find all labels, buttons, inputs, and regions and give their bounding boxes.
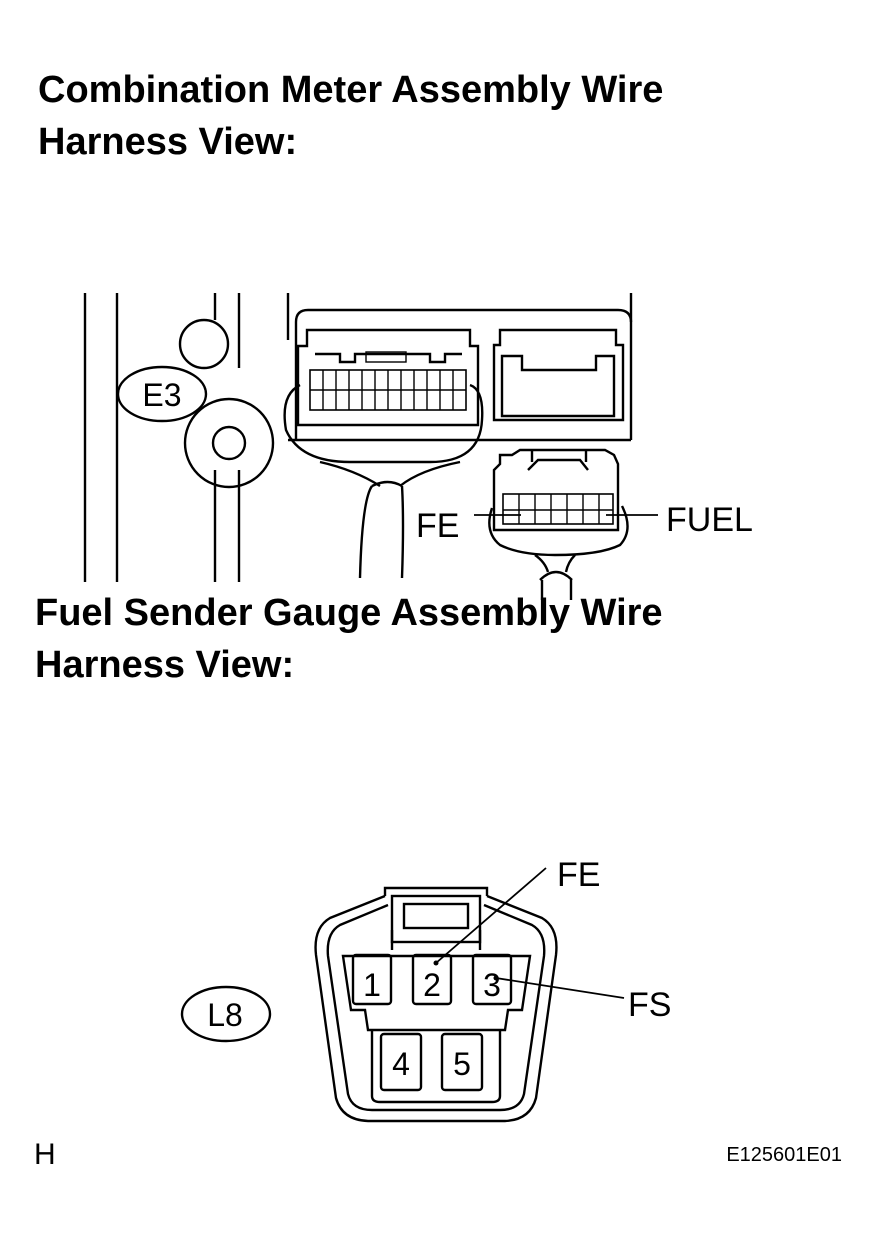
fs-terminal-label: FS	[628, 986, 671, 1024]
fuel-terminal-label: FUEL	[666, 501, 753, 539]
e3-label: E3	[142, 377, 181, 413]
fuel-harness-plug	[474, 448, 658, 600]
combination-meter-view	[83, 293, 658, 600]
meter-side-connector	[492, 328, 625, 422]
combination-meter-heading: Combination Meter Assembly Wire Harness …	[38, 64, 663, 168]
fuel-sender-heading: Fuel Sender Gauge Assembly Wire Harness …	[35, 587, 663, 691]
e3-connector	[283, 328, 484, 579]
pin-2	[411, 953, 453, 1006]
l8-badge	[180, 985, 272, 1043]
pin-1-label: 1	[363, 967, 381, 1003]
pin-3-label: 3	[483, 967, 501, 1003]
heading-line-2: Harness View:	[35, 644, 295, 686]
fe-terminal-label-top: FE	[416, 507, 459, 545]
corner-code: H	[34, 1138, 56, 1171]
l8-label: L8	[207, 997, 243, 1033]
pin-1	[351, 953, 393, 1006]
e3-badge	[116, 365, 208, 423]
pin-5-label: 5	[453, 1046, 471, 1082]
heading-line-1: Combination Meter Assembly Wire	[38, 69, 664, 111]
l8-connector	[314, 867, 625, 1123]
pin-4	[379, 1032, 423, 1092]
pin-5	[440, 1032, 484, 1092]
pin-4-label: 4	[392, 1046, 410, 1082]
pin-2-label: 2	[423, 967, 441, 1003]
figure-id: E125601E01	[726, 1144, 842, 1166]
fe-terminal-label-bottom: FE	[557, 856, 600, 894]
heading-line-2: Harness View:	[38, 121, 298, 163]
heading-line-1: Fuel Sender Gauge Assembly Wire	[35, 592, 663, 634]
